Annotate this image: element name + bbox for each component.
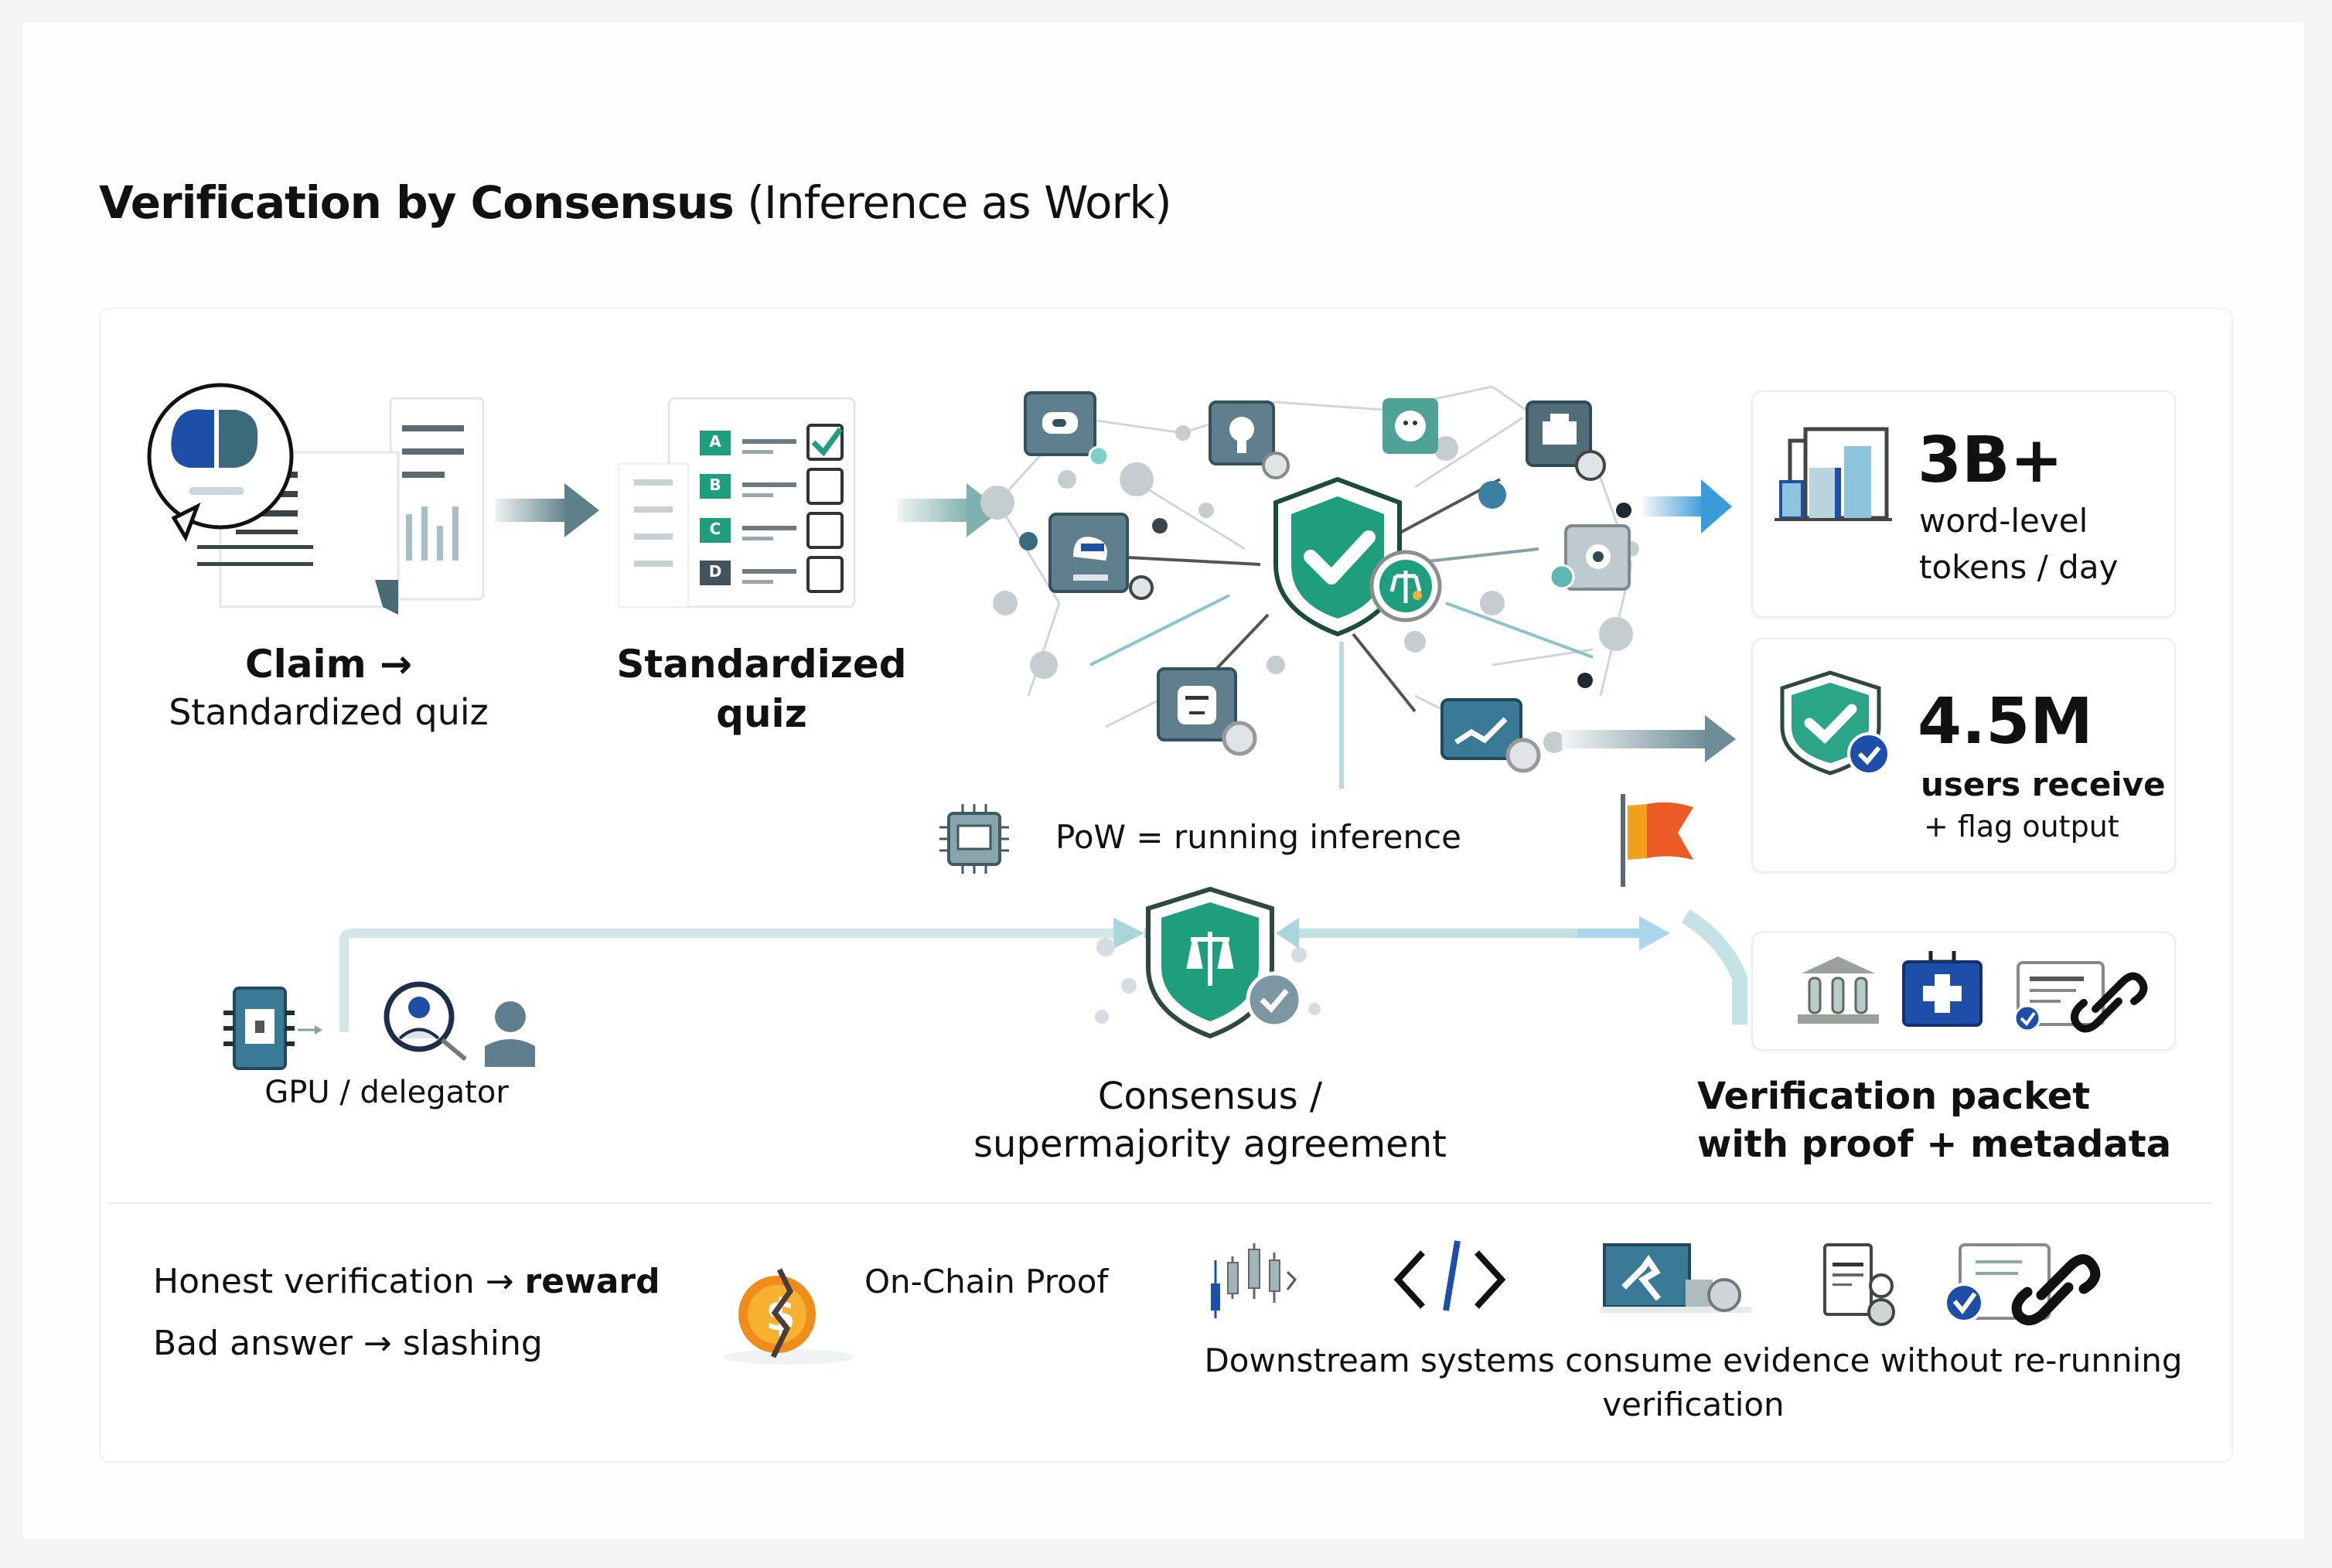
candlestick-chart-icon (1211, 1243, 1297, 1318)
agent-mask-icon (1157, 667, 1257, 756)
verification-packet-label: Verification packet with proof + metadat… (1678, 1075, 2172, 1166)
packet-label-line1: Verification packet (1697, 1075, 2091, 1118)
claim-label: Claim → Standardized quiz (155, 642, 503, 733)
arrow-right-icon (1562, 715, 1736, 762)
central-shield-check-icon (1273, 476, 1442, 637)
stat-users-line1: users receive (1921, 765, 2166, 803)
claim-label-line1: Claim → (244, 642, 413, 687)
flag-icon (1621, 794, 1693, 887)
bank-icon (1798, 956, 1879, 1024)
gpu-delegator-label: GPU / delegator (264, 1075, 509, 1110)
section-divider (108, 1202, 2211, 1204)
page-title: Verification by Consensus (Inference as … (99, 176, 1172, 229)
reward-word: reward (524, 1262, 660, 1301)
downstream-caption: Downstream systems consume evidence with… (1183, 1341, 2204, 1423)
flow-connector (339, 909, 1747, 1032)
packet-label-line2: with proof + metadata (1697, 1123, 2172, 1166)
agent-assistant-icon (1048, 513, 1154, 600)
stat-tokens-line1: word-level (1919, 502, 2088, 540)
quiz-option-b: B (709, 476, 721, 494)
consensus-label: Consensus / supermajority agreement (939, 1075, 1481, 1166)
consensus-label-line1: Consensus / (1097, 1075, 1323, 1118)
consensus-scale-shield-icon (1095, 886, 1321, 1039)
quiz-option-a: A (709, 432, 721, 451)
laptop-icon (1601, 1243, 1751, 1313)
downstream-caption-line2: verification (1602, 1386, 1785, 1423)
agent-chart-icon (1440, 698, 1541, 773)
quiz-label-line2: quiz (716, 691, 807, 736)
onchain-proof-label: On-Chain Proof (864, 1263, 1109, 1300)
medical-kit-icon (1902, 951, 1983, 1027)
incentive-reward-text: Honest verification → reward (153, 1262, 660, 1301)
certificate-link-icon (1944, 1243, 2101, 1326)
claim-document-icon (147, 383, 485, 615)
reward-rule-text: Honest verification → (153, 1262, 525, 1301)
bar-chart-icon (1775, 427, 1892, 521)
document-user-icon (1823, 1243, 1895, 1326)
title-bold: Verification by Consensus (99, 176, 735, 229)
cpu-chip-icon (939, 804, 1009, 874)
agent-camera-icon (1549, 524, 1631, 591)
title-rest: (Inference as Work) (733, 176, 1171, 229)
agent-bulb-icon (1209, 401, 1290, 479)
consensus-label-line2: supermajority agreement (973, 1123, 1447, 1166)
incentive-slashing-text: Bad answer → slashing (153, 1324, 543, 1363)
shield-check-icon (1780, 670, 1890, 775)
stat-users-line2: + flag output (1924, 810, 2119, 844)
arrow-right-icon (495, 483, 599, 537)
quiz-option-c: C (709, 520, 721, 538)
quiz-label: Standardized quiz (611, 642, 912, 736)
stat-tokens-value: 3B+ (1918, 424, 2064, 497)
quiz-sheet-icon (618, 397, 856, 608)
quiz-options (700, 424, 844, 593)
agent-face-icon (1382, 398, 1438, 454)
claim-label-line2: Standardized quiz (169, 691, 489, 733)
stat-users-value: 4.5M (1918, 685, 2093, 758)
delegator-user-icon (384, 981, 535, 1067)
broken-coin-icon: $ (723, 1268, 854, 1365)
agent-printer-icon (1526, 401, 1606, 481)
pow-label: PoW = running inference (1055, 818, 1462, 856)
downstream-caption-line1: Downstream systems consume evidence with… (1204, 1341, 2183, 1379)
stat-tokens-line2: tokens / day (1919, 548, 2119, 586)
svg-text:$: $ (765, 1290, 796, 1341)
quiz-option-d: D (708, 562, 722, 581)
arrow-right-icon (1643, 479, 1732, 533)
code-icon (1393, 1240, 1506, 1311)
certificate-link-icon (2013, 961, 2148, 1033)
agent-robot-icon (1024, 391, 1110, 467)
quiz-label-line1: Standardized (616, 642, 907, 687)
gpu-icon (223, 987, 322, 1070)
